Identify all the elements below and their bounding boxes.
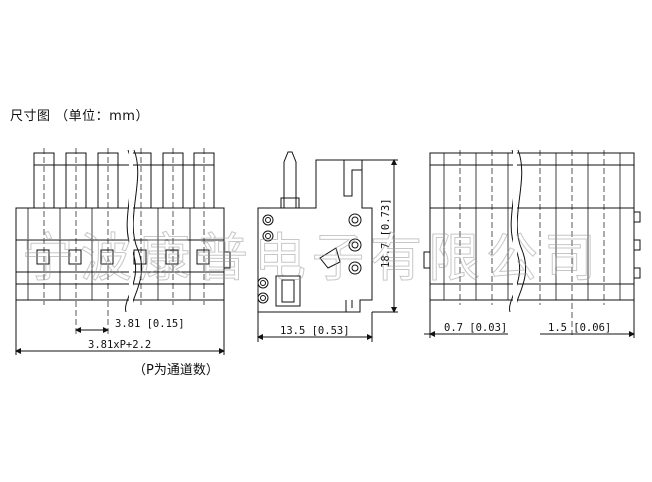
- pitch-dimension-label: 3.81 [0.15]: [115, 318, 185, 330]
- overall-length-label: 3.81xP+2.2: [88, 339, 151, 351]
- rear-view: [423, 149, 641, 338]
- front-windows: [36, 249, 210, 265]
- front-view: [15, 148, 231, 355]
- channel-note: （P为通道数）: [133, 363, 219, 378]
- drawing-title: 尺寸图 （单位：mm）: [10, 109, 149, 124]
- height-dimension-label: 18.7 [0.73]: [380, 198, 392, 268]
- thickness-b-label: 1.5 [0.06]: [548, 322, 611, 334]
- front-pins: [33, 152, 215, 209]
- company-watermark: 宁波康普电子有限公司: [22, 229, 602, 289]
- side-screws: [257, 213, 362, 304]
- rear-body-outline: [429, 152, 635, 301]
- side-view: [257, 151, 398, 342]
- depth-dimension-label: 13.5 [0.53]: [280, 325, 350, 337]
- thickness-a-label: 0.7 [0.03]: [444, 322, 507, 334]
